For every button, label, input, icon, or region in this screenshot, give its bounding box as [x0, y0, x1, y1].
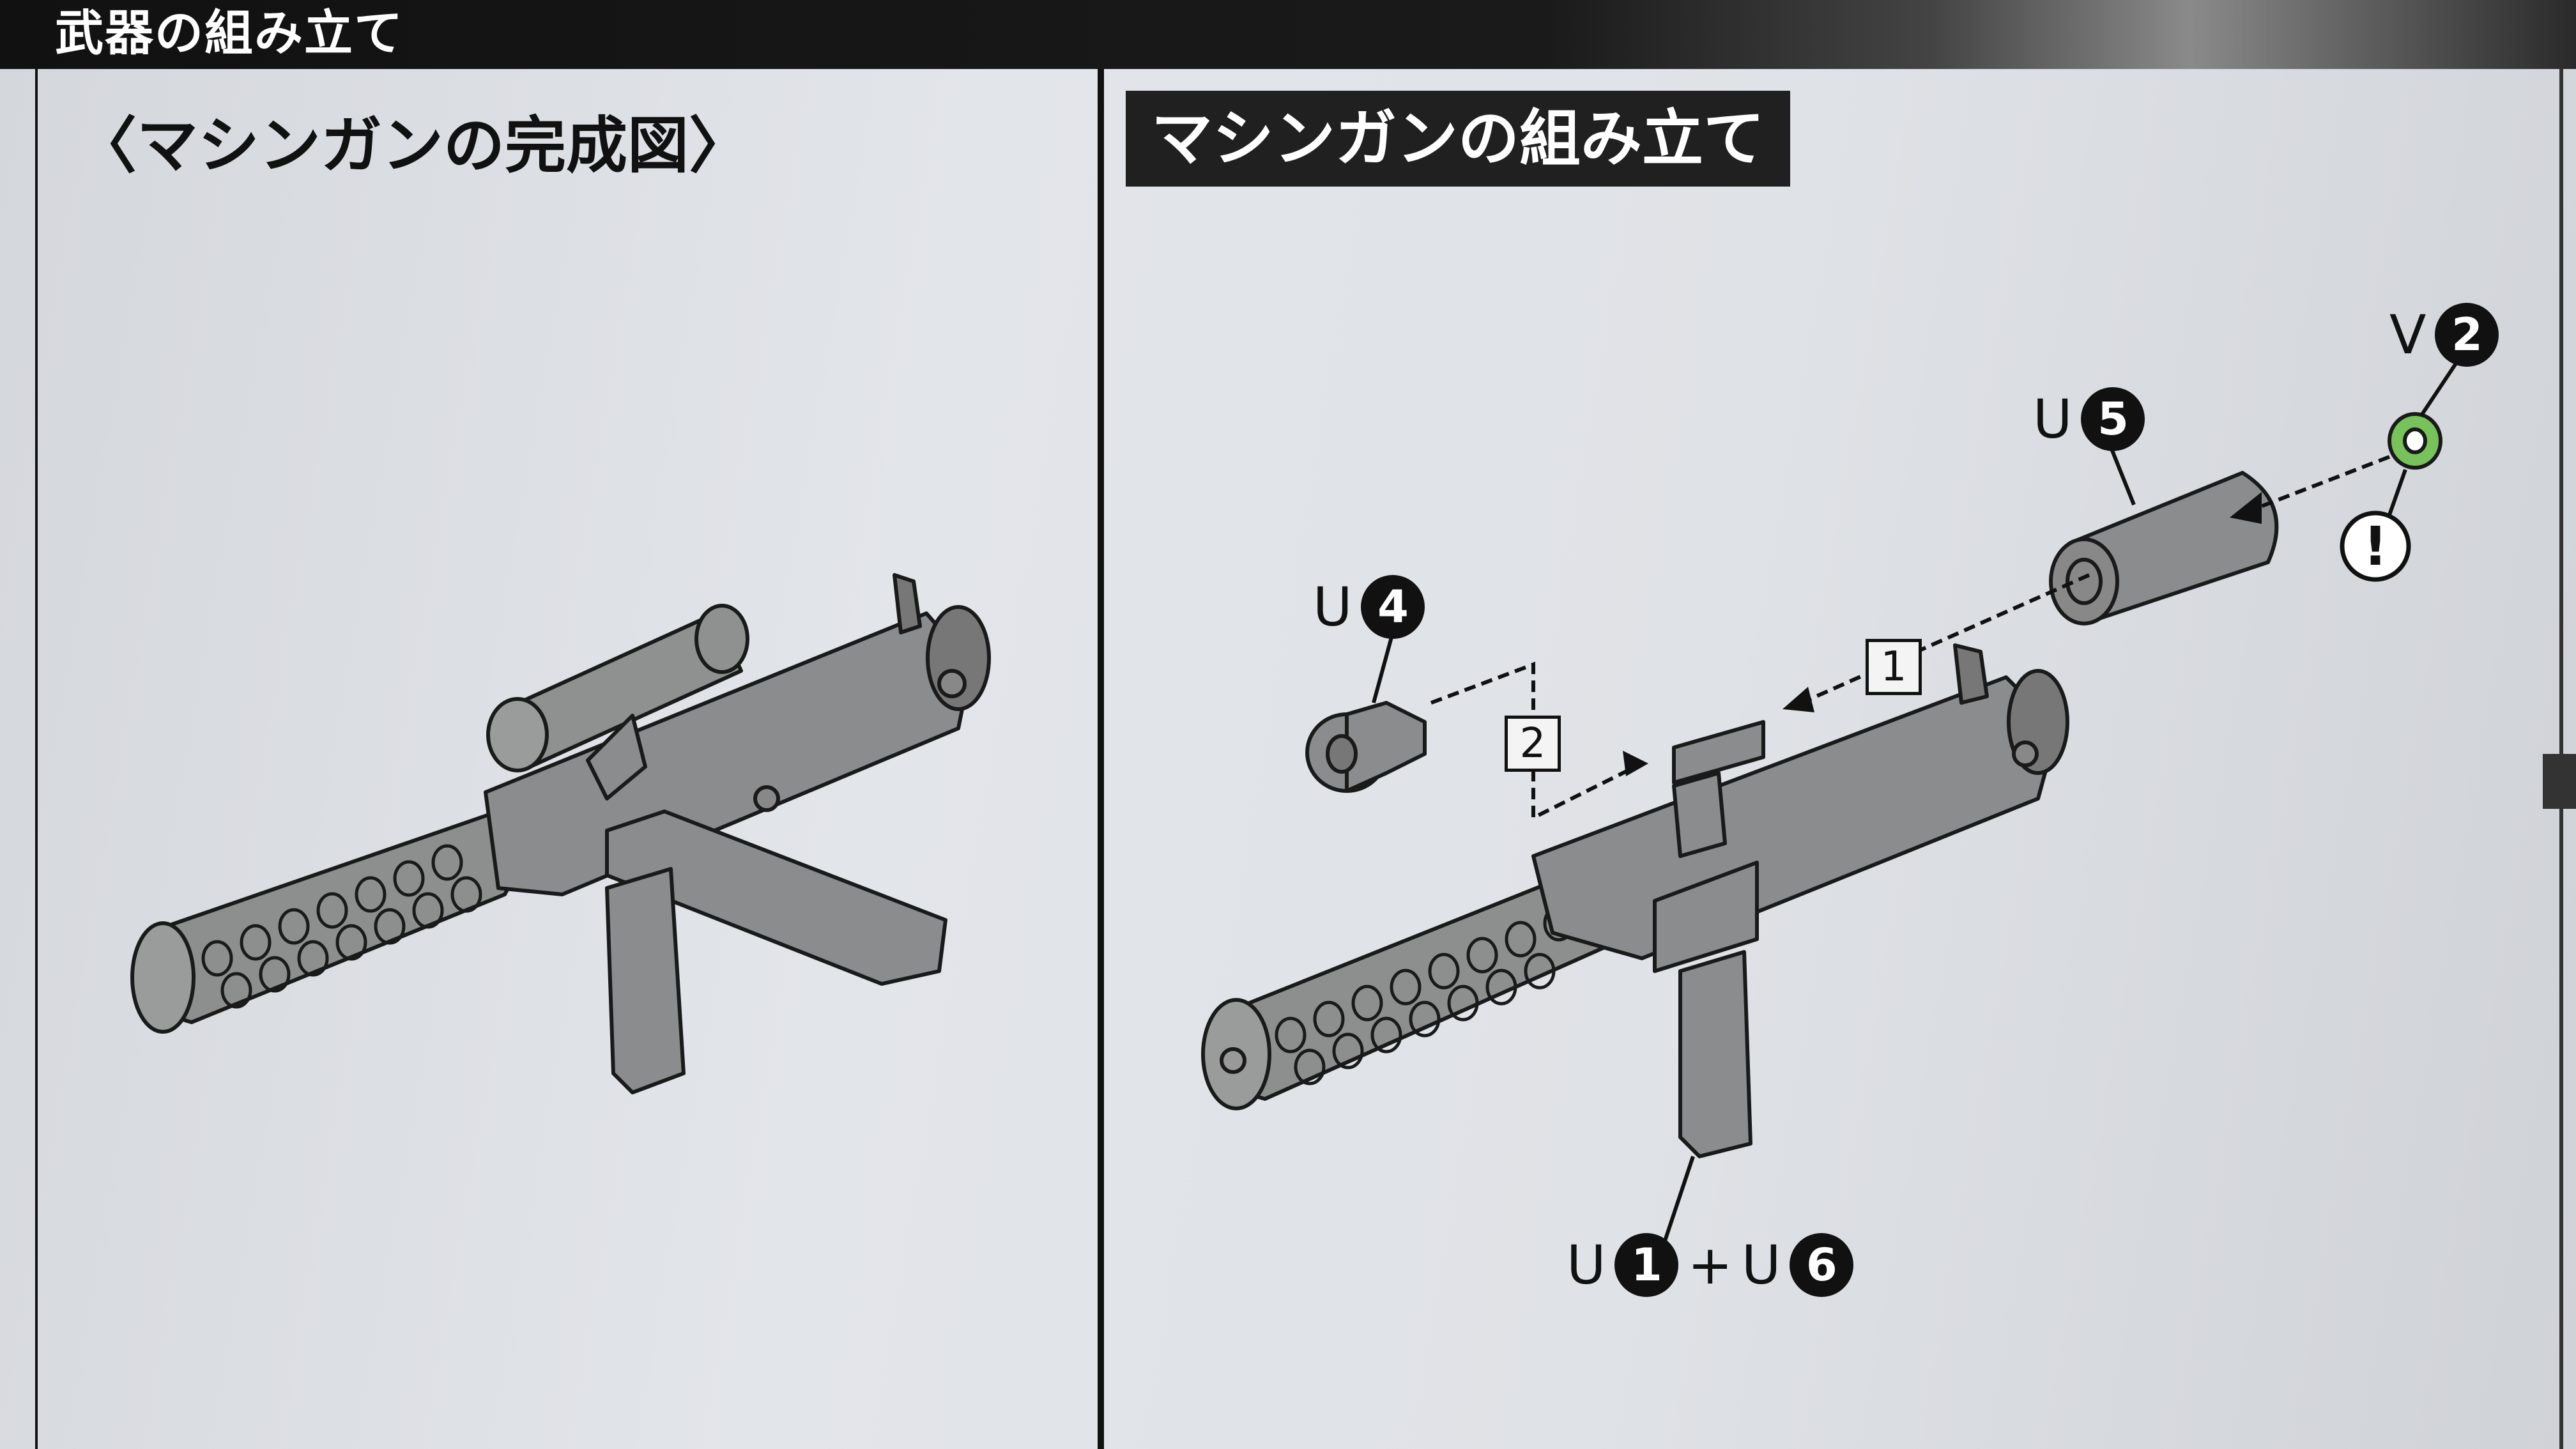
part-number-badge: 5: [2081, 387, 2145, 451]
completed-diagram-heading: 〈マシンガンの完成図〉: [75, 110, 750, 181]
step-number-1: 1: [1866, 639, 1922, 695]
part-number-badge: 4: [1361, 575, 1425, 639]
edge-tab: [2543, 754, 2576, 809]
divider-line: [1098, 69, 1104, 1449]
part-number-badge: 6: [1790, 1233, 1854, 1297]
part-number-badge: 1: [1614, 1233, 1679, 1297]
caution-icon: !: [2363, 515, 2388, 578]
part-letter: U: [1567, 1234, 1606, 1296]
section-title: 武器の組み立て: [55, 4, 404, 61]
part-label-u1-u6: U 1 + U 6: [1567, 1233, 1854, 1297]
part-label-v2: V 2: [2389, 303, 2499, 367]
part-label-u4: U 4: [1313, 575, 1425, 639]
part-letter: V: [2389, 303, 2426, 366]
assembly-heading: マシンガンの組み立て: [1126, 91, 1790, 187]
part-label-u5: U 5: [2033, 387, 2145, 451]
step-number-2: 2: [1505, 716, 1561, 772]
left-frame-line: [35, 69, 38, 1449]
header-band: 武器の組み立て: [0, 0, 2576, 69]
part-letter: U: [1313, 576, 1353, 638]
part-letter: U: [2033, 388, 2073, 450]
part-letter: U: [1741, 1234, 1781, 1296]
part-number-badge: 2: [2435, 303, 2499, 367]
plus-sign: +: [1687, 1234, 1733, 1296]
